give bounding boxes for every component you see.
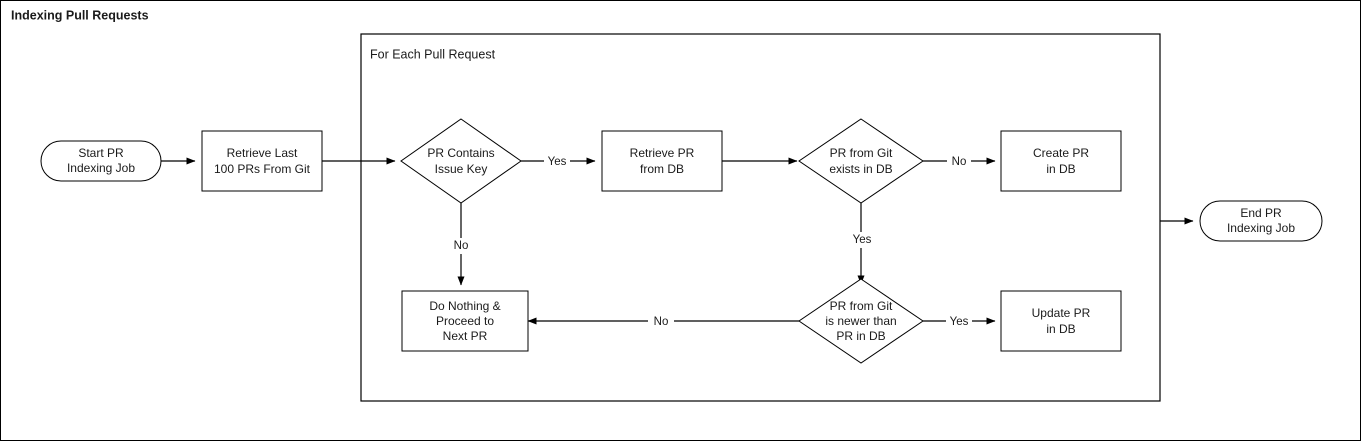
node-retrieve-last-shape — [201, 130, 323, 192]
node-retrieve-pr-line2: from DB — [640, 162, 684, 176]
node-is-newer-line1: PR from Git — [830, 299, 893, 313]
node-is-newer-line2: is newer than — [825, 314, 896, 328]
node-start-pr-indexing-job[interactable]: Start PR Indexing Job — [40, 140, 162, 182]
node-start-line2: Indexing Job — [67, 161, 135, 175]
page-title: Indexing Pull Requests — [11, 8, 149, 22]
node-end-pr-indexing-job[interactable]: End PR Indexing Job — [1199, 200, 1323, 242]
node-create-pr-in-db[interactable]: Create PR in DB — [1000, 130, 1122, 192]
node-retrieve-pr-shape — [601, 130, 723, 192]
node-is-newer-line3: PR in DB — [836, 329, 885, 343]
node-do-nothing-shape — [401, 290, 529, 352]
node-start-line1: Start PR — [78, 146, 124, 160]
edge-label-bg-newer-yes — [946, 313, 972, 329]
node-do-nothing-line2: Proceed to — [436, 314, 494, 328]
node-do-nothing-line3: Next PR — [443, 329, 488, 343]
node-retrieve-pr-from-db[interactable]: Retrieve PR from DB — [601, 130, 723, 192]
edge-label-exists-yes: Yes — [853, 234, 872, 246]
node-start-shape — [40, 140, 162, 182]
node-create-pr-shape — [1000, 130, 1122, 192]
node-contains-key-line1: PR Contains — [427, 146, 494, 160]
node-is-newer-shape — [798, 278, 924, 364]
group-title: For Each Pull Request — [370, 47, 496, 61]
node-contains-key-shape — [400, 118, 522, 204]
node-end-shape — [1199, 200, 1323, 242]
node-create-pr-line1: Create PR — [1033, 146, 1089, 160]
node-retrieve-last-line2: 100 PRs From Git — [214, 162, 311, 176]
node-create-pr-line2: in DB — [1046, 162, 1075, 176]
edge-label-exists-no: No — [952, 156, 967, 168]
node-end-line1: End PR — [1240, 206, 1282, 220]
node-end-line2: Indexing Job — [1227, 221, 1295, 235]
edge-label-contains-key-yes: Yes — [548, 156, 567, 168]
node-update-pr-line2: in DB — [1046, 322, 1075, 336]
node-retrieve-pr-line1: Retrieve PR — [630, 146, 695, 160]
edge-label-bg-exists-no — [947, 153, 971, 169]
node-update-pr-in-db[interactable]: Update PR in DB — [1000, 290, 1122, 352]
edge-label-bg-exists-yes — [849, 232, 875, 248]
edge-label-contains-key-no: No — [454, 240, 469, 252]
node-pr-from-git-exists-in-db[interactable]: PR from Git exists in DB — [798, 118, 924, 204]
node-do-nothing-proceed-next-pr[interactable]: Do Nothing & Proceed to Next PR — [401, 290, 529, 352]
node-update-pr-shape — [1000, 290, 1122, 352]
edge-label-bg-contains-key-yes — [544, 153, 570, 169]
node-update-pr-line1: Update PR — [1032, 306, 1091, 320]
edge-label-bg-newer-no — [648, 313, 674, 329]
edge-label-bg-contains-key-no — [448, 238, 474, 254]
edge-label-newer-no: No — [654, 316, 669, 328]
node-exists-in-db-line1: PR from Git — [830, 146, 893, 160]
node-retrieve-last-100-prs[interactable]: Retrieve Last 100 PRs From Git — [201, 130, 323, 192]
node-exists-in-db-shape — [798, 118, 924, 204]
node-pr-from-git-is-newer[interactable]: PR from Git is newer than PR in DB — [798, 278, 924, 364]
node-exists-in-db-line2: exists in DB — [829, 162, 892, 176]
node-retrieve-last-line1: Retrieve Last — [227, 146, 298, 160]
node-pr-contains-issue-key[interactable]: PR Contains Issue Key — [400, 118, 522, 204]
node-contains-key-line2: Issue Key — [435, 162, 488, 176]
node-do-nothing-line1: Do Nothing & — [429, 299, 500, 313]
edge-label-newer-yes: Yes — [950, 316, 969, 328]
group-container-for-each-pull-request — [360, 33, 1161, 402]
